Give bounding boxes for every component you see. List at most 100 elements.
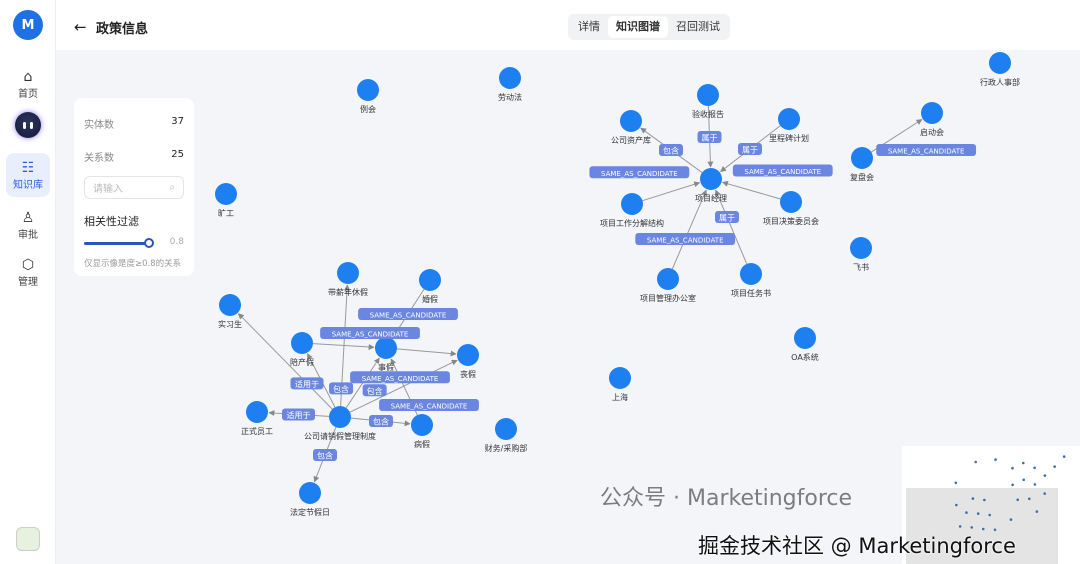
graph-node[interactable]: 行政人事部: [980, 52, 1020, 87]
edge-label: 属于: [738, 143, 762, 155]
tab-recall-test[interactable]: 召回测试: [676, 20, 720, 33]
svg-text:OA系统: OA系统: [791, 352, 819, 362]
edge-label: 包含: [659, 144, 683, 156]
graph-node[interactable]: 启动会: [920, 102, 944, 137]
graph-node[interactable]: 丧假: [457, 344, 479, 379]
svg-text:验收报告: 验收报告: [692, 109, 724, 119]
sidebar-item-manage[interactable]: ⬡管理: [6, 250, 50, 294]
svg-text:SAME_AS_CANDIDATE: SAME_AS_CANDIDATE: [744, 168, 821, 176]
svg-text:属于: 属于: [719, 214, 735, 223]
svg-text:里程碑计划: 里程碑计划: [769, 133, 809, 143]
graph-node[interactable]: OA系统: [791, 327, 819, 362]
svg-text:公司资产库: 公司资产库: [611, 135, 651, 145]
graph-node[interactable]: 例会: [357, 79, 379, 114]
svg-text:上海: 上海: [612, 392, 628, 402]
graph-node[interactable]: 飞书: [850, 237, 872, 272]
edge-label: 包含: [329, 382, 354, 395]
graph-edge[interactable]: [721, 180, 781, 200]
app-logo[interactable]: M: [13, 10, 43, 40]
edge-label: 属于: [715, 211, 739, 223]
sidebar-item-knowledge[interactable]: ☷知识库: [6, 153, 50, 197]
sidebar-item-approval[interactable]: ♙审批: [6, 203, 50, 247]
graph-node[interactable]: 实习生: [218, 294, 242, 329]
graph-node[interactable]: 旷工: [215, 183, 237, 218]
tab-knowledge-graph[interactable]: 知识图谱: [608, 16, 668, 38]
svg-text:实习生: 实习生: [218, 319, 242, 329]
graph-node[interactable]: 项目工作分解结构: [600, 193, 664, 228]
graph-edge[interactable]: [237, 313, 333, 410]
edge-label: SAME_AS_CANDIDATE: [876, 144, 977, 157]
page-title: 政策信息: [96, 22, 149, 37]
graph-edge[interactable]: [312, 343, 375, 350]
sidebar: M ⌂首页 ☷知识库 ♙审批 ⬡管理: [0, 0, 56, 564]
graph-node[interactable]: 项目任务书: [731, 263, 771, 298]
search-icon[interactable]: ⌕: [169, 182, 175, 193]
edge-label: SAME_AS_CANDIDATE: [589, 166, 690, 179]
edge-label: SAME_AS_CANDIDATE: [379, 398, 479, 411]
graph-node[interactable]: 项目决策委员会: [763, 191, 819, 226]
graph-node[interactable]: 婚假: [419, 269, 441, 304]
edge-label: SAME_AS_CANDIDATE: [350, 371, 450, 384]
minimap-node: [1043, 492, 1046, 495]
relation-count-label: 关系数: [84, 153, 114, 164]
svg-text:复盘会: 复盘会: [850, 172, 874, 182]
graph-node[interactable]: 事假: [375, 337, 397, 372]
svg-text:SAME_AS_CANDIDATE: SAME_AS_CANDIDATE: [647, 237, 724, 245]
graph-canvas[interactable]: 劳动法 例会旷工带薪年休假 婚假实习生陪产假 事假 丧假公司请销假管理制度正式员工 病假法…: [56, 50, 1080, 564]
search-input[interactable]: 请输入⌕: [84, 176, 184, 199]
edge-label: 属于: [697, 131, 722, 143]
minimap-viewport[interactable]: [906, 488, 1058, 564]
graph-node[interactable]: 带薪年休假: [328, 262, 368, 297]
back-arrow-icon[interactable]: ←: [74, 18, 87, 36]
minimap-node: [988, 513, 991, 517]
svg-text:SAME_AS_CANDIDATE: SAME_AS_CANDIDATE: [362, 375, 439, 383]
sidebar-item-home[interactable]: ⌂首页: [6, 62, 50, 106]
graph-edge[interactable]: [642, 181, 701, 202]
graph-node[interactable]: 法定节假日: [290, 482, 330, 517]
graph-node[interactable]: 验收报告: [692, 84, 724, 119]
minimap-node: [993, 528, 997, 532]
slider-handle[interactable]: [144, 238, 154, 248]
graph-node[interactable]: 复盘会: [850, 147, 874, 182]
graph-node[interactable]: 项目管理办公室: [640, 268, 696, 303]
graph-node[interactable]: 公司资产库: [611, 110, 651, 145]
graph-node[interactable]: 陪产假: [290, 332, 314, 367]
svg-text:SAME_AS_CANDIDATE: SAME_AS_CANDIDATE: [332, 331, 409, 339]
minimap-node: [965, 511, 968, 514]
edge-label: SAME_AS_CANDIDATE: [732, 164, 833, 177]
graph-node[interactable]: 上海: [609, 367, 631, 402]
minimap-node: [966, 541, 969, 544]
graph-node[interactable]: 里程碑计划: [769, 108, 809, 143]
graph-node[interactable]: 劳动法: [498, 67, 522, 102]
svg-text:项目决策委员会: 项目决策委员会: [763, 216, 819, 226]
minimap[interactable]: [902, 446, 1080, 564]
tab-bar: 详情 知识图谱 召回测试: [568, 14, 730, 40]
svg-text:包含: 包含: [367, 386, 383, 396]
assistant-avatar[interactable]: [15, 112, 41, 138]
edge-label: 包含: [313, 449, 337, 461]
minimap-node: [970, 526, 974, 529]
graph-edge[interactable]: [714, 189, 748, 265]
svg-text:包含: 包含: [333, 384, 349, 394]
tab-details[interactable]: 详情: [578, 20, 600, 33]
graph-edge[interactable]: [671, 189, 707, 270]
graph-node[interactable]: 项目经理: [695, 168, 727, 203]
graph-node[interactable]: 公司请销假管理制度: [304, 406, 376, 441]
graph-node[interactable]: 病假: [411, 414, 433, 449]
graph-node[interactable]: 正式员工: [241, 401, 273, 436]
graph-node[interactable]: 财务/采购部: [485, 418, 528, 453]
svg-text:旷工: 旷工: [218, 208, 234, 218]
sidebar-item-label: 审批: [18, 229, 38, 241]
svg-text:劳动法: 劳动法: [498, 92, 522, 102]
svg-text:属于: 属于: [702, 134, 718, 143]
graph-edge[interactable]: [396, 348, 457, 357]
home-icon: ⌂: [23, 68, 33, 85]
relation-count: 25: [171, 149, 184, 160]
svg-text:包含: 包含: [317, 451, 333, 461]
relevance-slider[interactable]: 0.8: [84, 237, 184, 249]
svg-text:SAME_AS_CANDIDATE: SAME_AS_CANDIDATE: [888, 148, 965, 156]
minimap-node: [981, 527, 985, 531]
svg-text:项目经理: 项目经理: [695, 193, 727, 203]
app-thumbnail[interactable]: [16, 527, 40, 551]
